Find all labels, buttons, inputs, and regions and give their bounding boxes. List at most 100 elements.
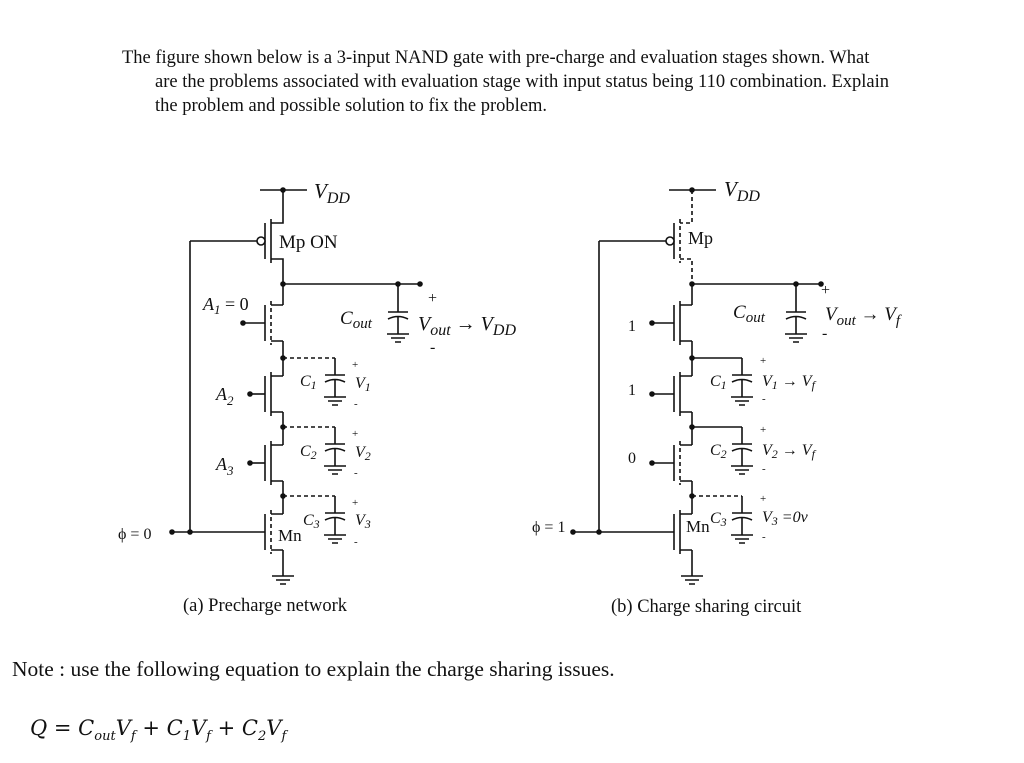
question-line-2: are the problems associated with evaluat… [155, 72, 890, 92]
input-terminal-dot [247, 460, 253, 466]
c3-capacitor [324, 496, 346, 535]
ground-icon [324, 396, 346, 406]
vout-label-b: Vout → Vf [825, 304, 902, 329]
plus-sign: + [352, 497, 358, 509]
v3-label-b: V3 =0v [762, 509, 809, 528]
input-transistor-1-terminals [271, 304, 283, 342]
c3-label-b: C3 [710, 510, 727, 529]
input-transistor-2-terminals [680, 375, 692, 413]
minus-sign: - [762, 531, 766, 543]
caption-a: (a) Precharge network [183, 596, 348, 616]
input-2-label: 1 [628, 382, 636, 399]
input-transistor-3-terminals [271, 444, 283, 482]
v2-label-b: V2 → Vf [762, 442, 817, 461]
mp-gate-bubble [665, 236, 675, 246]
output-terminal-dot [818, 281, 824, 287]
input-3-label: 0 [628, 450, 636, 467]
ground-icon [387, 333, 409, 343]
question-line-1: The figure shown below is a 3-input NAND… [122, 48, 870, 68]
plus-sign: + [821, 282, 830, 299]
cout-capacitor [387, 284, 409, 334]
c1-label-b: C1 [710, 373, 727, 392]
c2-capacitor [731, 427, 753, 466]
minus-sign: - [762, 463, 766, 475]
mn-label-a: Mn [278, 526, 302, 545]
minus-sign: - [354, 536, 358, 548]
plus-sign: + [352, 359, 358, 371]
input-terminal-dot [649, 460, 655, 466]
plus-sign: + [352, 428, 358, 440]
c3-label-a: C3 [303, 512, 320, 531]
vout-label-a: Vout → VDD [418, 313, 516, 339]
ground-icon [731, 534, 753, 544]
input-terminal-dot [247, 391, 253, 397]
mp-source-wire [271, 190, 284, 224]
figure-b-labels: VDD Mp 1 1 0 Cout + - Vout → Vf C1 + V1 … [532, 177, 902, 617]
mp-drain-wire [680, 258, 693, 284]
note-text: Note : use the following equation to exp… [12, 657, 615, 681]
ground-icon [785, 333, 807, 343]
input-transistor-1-terminals [680, 304, 692, 342]
minus-sign: - [430, 339, 435, 356]
charge-equation: Q = CoutVf + C1Vf + C2Vf [30, 716, 287, 745]
minus-sign: - [822, 325, 827, 342]
ground-icon [324, 465, 346, 475]
phi-label-b: ϕ = 1 [532, 519, 565, 536]
input-terminal-dot [649, 320, 655, 326]
v2-label-a: V2 [355, 444, 371, 463]
figure-a-labels: VDD Mp ON A1 = 0 A2 A3 Cout + - Vout → V… [118, 179, 516, 616]
mn-transistor-terminals [271, 513, 283, 551]
c1-capacitor [324, 358, 346, 397]
output-terminal-dot [417, 281, 423, 287]
input-terminal-dot [570, 529, 576, 535]
plus-sign: + [760, 424, 766, 436]
v1-label-a: V1 [355, 375, 371, 394]
input-terminal-dot [169, 529, 175, 535]
mn-transistor-terminals [680, 513, 692, 551]
junction-dot [596, 529, 602, 535]
v1-label-b: V1 → Vf [762, 373, 817, 392]
minus-sign: - [354, 467, 358, 479]
phi-label-a: ϕ = 0 [118, 526, 151, 543]
mp-drain-wire [271, 258, 284, 284]
input-1-label: 1 [628, 318, 636, 335]
ground-icon [324, 534, 346, 544]
input-terminal-dot [649, 391, 655, 397]
c2-label-a: C2 [300, 443, 317, 462]
plus-sign: + [428, 290, 437, 307]
question-line-3: the problem and possible solution to fix… [155, 96, 548, 116]
junction-dot [187, 529, 193, 535]
minus-sign: - [354, 398, 358, 410]
a3-label: A3 [215, 454, 234, 478]
plus-sign: + [760, 355, 766, 367]
c2-label-b: C2 [710, 442, 727, 461]
v3-label-a: V3 [355, 512, 371, 531]
ground-icon [681, 575, 703, 585]
vdd-label-a: VDD [314, 179, 350, 207]
caption-b: (b) Charge sharing circuit [611, 597, 802, 617]
cout-capacitor [785, 284, 807, 334]
vdd-label-b: VDD [724, 177, 760, 205]
input-terminal-dot [240, 320, 246, 326]
c3-capacitor [731, 496, 753, 535]
cout-label-b: Cout [733, 302, 766, 326]
c1-capacitor [731, 358, 753, 397]
input-transistor-3-terminals [680, 444, 692, 482]
a1-label: A1 = 0 [202, 294, 249, 317]
question-text: The figure shown below is a 3-input NAND… [122, 46, 1022, 118]
cout-label-a: Cout [340, 308, 373, 332]
minus-sign: - [762, 393, 766, 405]
ground-icon [272, 575, 294, 585]
mp-source-wire [680, 190, 693, 224]
mp-label-b: Mp [688, 228, 713, 248]
mn-label-b: Mn [686, 517, 710, 536]
mp-gate-bubble [256, 236, 266, 246]
input-transistor-2-terminals [271, 375, 283, 413]
mp-label-a: Mp ON [279, 232, 338, 253]
ground-icon [731, 396, 753, 406]
plus-sign: + [760, 493, 766, 505]
c2-capacitor [324, 427, 346, 466]
c1-label-a: C1 [300, 373, 317, 392]
a2-label: A2 [215, 384, 234, 408]
